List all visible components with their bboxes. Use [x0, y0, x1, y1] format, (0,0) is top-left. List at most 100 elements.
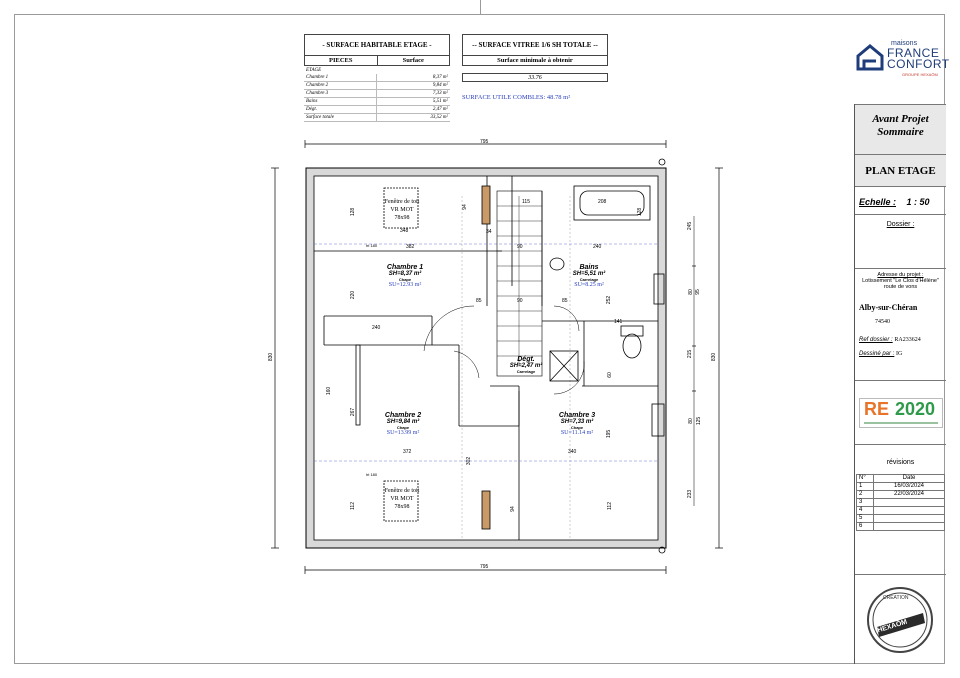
surface-row-piece: Chambre 1 — [306, 75, 329, 80]
fenetre-bottom-l2: VR MOT — [390, 496, 414, 502]
dim-382: 382 — [406, 244, 415, 250]
revision-date: 22/03/2024 — [873, 490, 945, 499]
dossier-label: Dossier : — [855, 214, 946, 268]
revision-date — [873, 514, 945, 523]
surface-vitree-subheader: Surface minimale à obtenir — [462, 56, 608, 66]
chambre2-name: Chambre 2 — [384, 412, 422, 419]
bains-name: Bains — [579, 264, 599, 271]
dessine-par: Dessiné par : IG — [859, 351, 946, 357]
dim-141: 141 — [614, 319, 623, 325]
surface-vitree-title: -- SURFACE VITREE 1/6 SH TOTALE -- — [472, 41, 598, 49]
landing-hatch — [549, 350, 579, 382]
dessine-value: IG — [896, 351, 903, 357]
dim-245: 245 — [687, 221, 694, 231]
chambre3-sub: Chape — [570, 425, 584, 430]
adresse-line2: route de vons — [883, 284, 918, 290]
surface-habitable-title: - SURFACE HABITABLE ETAGE - — [322, 41, 432, 49]
dim-128b: 128 — [637, 207, 644, 217]
title-block: Avant Projet Sommaire PLAN ETAGE Echelle… — [854, 104, 946, 664]
dim-220: 220 — [350, 290, 357, 300]
dim-252: 252 — [606, 295, 613, 305]
dim-112a: 112 — [349, 502, 356, 510]
surface-vitree-value: 33.76 — [462, 73, 608, 82]
revision-number: 6 — [856, 522, 874, 531]
ville: Alby-sur-Chéran — [859, 303, 918, 312]
re-underline — [864, 422, 938, 424]
revision-row: 4 — [856, 506, 945, 515]
avant-projet-line1: Avant Projet — [872, 113, 929, 125]
revision-date — [873, 506, 945, 515]
room-chambre2: Chambre 2 SH=9,84 m² Chape SU=13.99 m² — [368, 412, 438, 436]
dim-302: 302 — [466, 456, 473, 466]
dim-60: 60 — [606, 372, 613, 378]
dessine-label: Dessiné par : — [859, 351, 895, 357]
surface-row-piece: Surface totale — [306, 115, 334, 120]
rev-col-n: N° — [856, 474, 874, 483]
surface-combles: SURFACE UTILE COMBLES: 48.78 m² — [462, 94, 571, 101]
dim-90a: 90 — [517, 244, 523, 250]
surface-habitable-header: - SURFACE HABITABLE ETAGE - — [304, 34, 450, 56]
surface-row: Chambre 3 7,33 m² — [304, 90, 450, 98]
revision-date: 16/03/2024 — [873, 482, 945, 491]
wall-ch2-partition — [355, 344, 361, 426]
chambre3-su: SU=11.14 m² — [560, 430, 594, 436]
revision-number: 2 — [856, 490, 874, 499]
col-surface: Surface — [376, 56, 450, 66]
bathtub — [573, 185, 651, 221]
surface-vitree-header: -- SURFACE VITREE 1/6 SH TOTALE -- — [462, 34, 608, 56]
chimney-bottom — [481, 490, 491, 530]
re2020-cell: RE 2020 — [855, 380, 946, 444]
re2020-badge: RE 2020 — [859, 398, 943, 428]
surface-row: Dégt.2,47 m² — [304, 106, 450, 114]
dim-240a: 240 — [593, 244, 602, 250]
avant-projet-cell: Avant Projet Sommaire — [855, 104, 946, 154]
dim-95: 95 — [694, 289, 701, 295]
side-element-2 — [651, 403, 665, 437]
dim-90b: 90 — [517, 298, 523, 304]
adresse-line1: Lotissement "Le Clos d'Hélène" — [862, 278, 939, 284]
surface-row-value: 7,33 m² — [375, 90, 451, 97]
surface-vitree-subtitle: Surface minimale à obtenir — [497, 57, 573, 64]
brand-line1: FRANCE — [887, 46, 940, 60]
surface-habitable-columns: PIECES Surface — [304, 56, 450, 66]
chambre1-sub: Chape — [398, 277, 412, 282]
dim-233: 233 — [687, 489, 694, 499]
revision-number: 3 — [856, 498, 874, 507]
dim-267: 267 — [350, 407, 357, 417]
dim-125: 125 — [696, 416, 703, 426]
side-element-1 — [653, 273, 665, 305]
roof-window-bottom-label: Fenêtre de toit VR MOT 78x98 — [372, 487, 432, 511]
revision-number: 1 — [856, 482, 874, 491]
chambre3-name: Chambre 3 — [558, 412, 596, 419]
surface-row-piece: Chambre 3 — [306, 91, 329, 96]
echelle-value: 1 : 50 — [906, 197, 930, 207]
chambre2-su: SU=13.99 m² — [386, 430, 420, 436]
revision-row: 3 — [856, 498, 945, 507]
code-postal: 74540 — [875, 319, 890, 325]
degt-name: Dégt. — [517, 356, 535, 363]
revision-number: 4 — [856, 506, 874, 515]
col-pieces: PIECES — [329, 57, 353, 64]
chambre2-sh: SH=9,84 m² — [386, 419, 420, 425]
surface-row-value: 9,84 m² — [375, 82, 451, 89]
dim-94a: 94 — [461, 204, 468, 210]
dim-80b: 80 — [687, 418, 694, 424]
fenetre-top-l3: 78x98 — [394, 215, 410, 221]
avant-projet-line2: Sommaire — [877, 126, 924, 138]
revision-row: 6 — [856, 522, 945, 531]
room-bains: Bains SH=5,51 m² Carrelage SU=8.25 m² — [554, 264, 624, 288]
dim-215: 215 — [687, 349, 694, 359]
chambre1-name: Chambre 1 — [386, 264, 424, 271]
surface-row-value: 33,52 m² — [375, 114, 451, 121]
degt-sh: SH=2,47 m² — [509, 363, 543, 369]
adresse-label: Adresse du projet : — [877, 272, 924, 278]
plan-name: PLAN ETAGE — [855, 154, 946, 186]
roof-window-top-label: Fenêtre de toit VR MOT 78x98 — [372, 198, 432, 222]
bains-su: SU=8.25 m² — [574, 282, 604, 288]
bains-sub: Carrelage — [579, 277, 599, 282]
